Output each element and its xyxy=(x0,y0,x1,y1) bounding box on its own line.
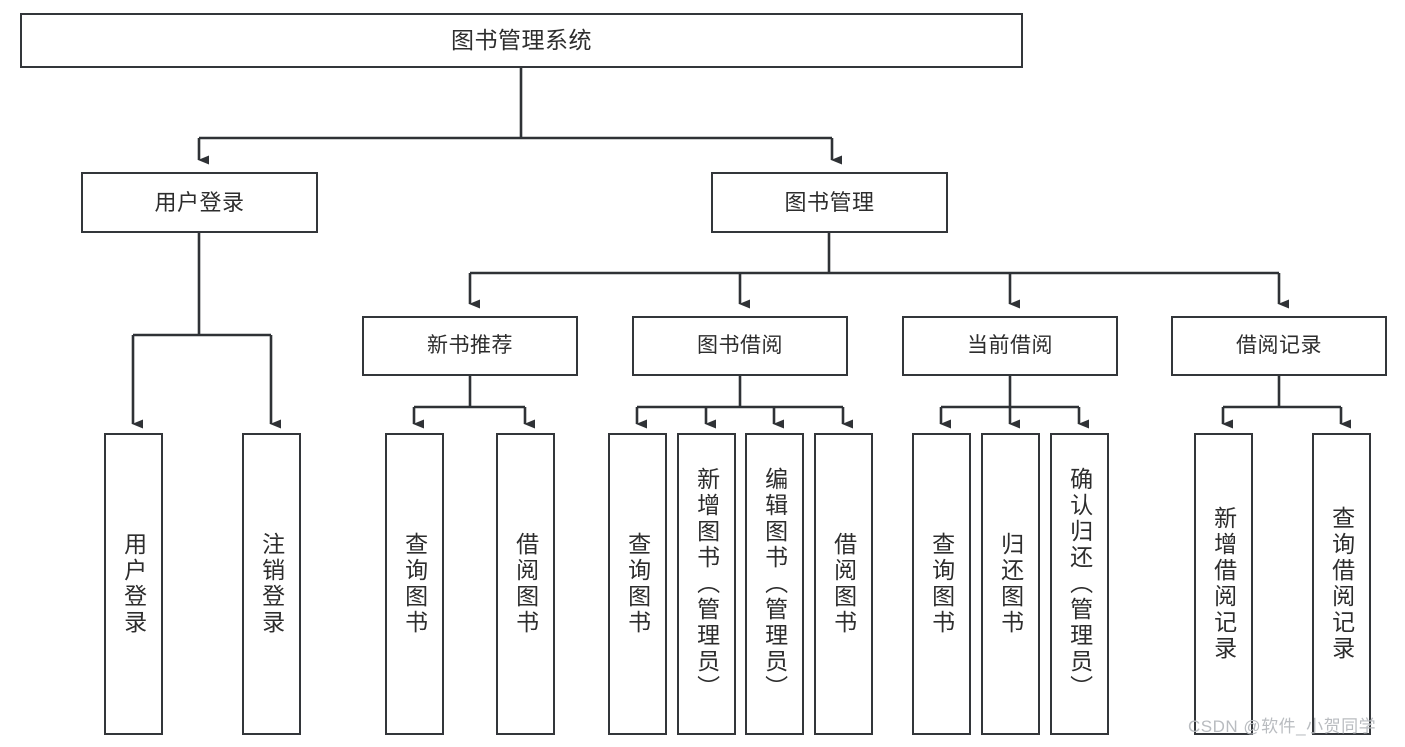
leaf-edit-book-admin[interactable]: 编辑图书（管理员） xyxy=(745,433,804,735)
leaf-label: 注销登录 xyxy=(258,532,285,636)
leaf-label: 查询图书 xyxy=(624,532,651,636)
leaf-label: 查询图书 xyxy=(401,532,428,636)
leaf-label: 用户登录 xyxy=(120,532,147,636)
leaf-query-book-current[interactable]: 查询图书 xyxy=(912,433,971,735)
leaf-query-book-borrow[interactable]: 查询图书 xyxy=(608,433,667,735)
leaf-add-book-admin[interactable]: 新增图书（管理员） xyxy=(677,433,736,735)
node-label: 用户登录 xyxy=(154,189,245,215)
node-label: 新书推荐 xyxy=(427,333,513,357)
leaf-user-login[interactable]: 用户登录 xyxy=(104,433,163,735)
leaf-label: 编辑图书（管理员） xyxy=(761,467,788,701)
leaf-return-book[interactable]: 归还图书 xyxy=(981,433,1040,735)
node-label: 图书管理系统 xyxy=(451,26,592,53)
node-label: 图书借阅 xyxy=(697,333,783,357)
leaf-borrow-book[interactable]: 借阅图书 xyxy=(814,433,873,735)
leaf-borrow-book-recommend[interactable]: 借阅图书 xyxy=(496,433,555,735)
leaf-label: 查询借阅记录 xyxy=(1328,506,1355,662)
node-borrow-record[interactable]: 借阅记录 xyxy=(1171,316,1387,376)
node-book-management[interactable]: 图书管理 xyxy=(711,172,948,233)
leaf-add-borrow-record[interactable]: 新增借阅记录 xyxy=(1194,433,1253,735)
leaf-confirm-return-admin[interactable]: 确认归还（管理员） xyxy=(1050,433,1109,735)
node-book-borrow[interactable]: 图书借阅 xyxy=(632,316,848,376)
leaf-label: 借阅图书 xyxy=(830,532,857,636)
node-label: 借阅记录 xyxy=(1236,333,1322,357)
leaf-query-borrow-record[interactable]: 查询借阅记录 xyxy=(1312,433,1371,735)
node-new-book-recommend[interactable]: 新书推荐 xyxy=(362,316,578,376)
leaf-label: 归还图书 xyxy=(997,532,1024,636)
node-user-login[interactable]: 用户登录 xyxy=(81,172,318,233)
leaf-label: 新增图书（管理员） xyxy=(693,467,720,701)
node-label: 当前借阅 xyxy=(967,333,1053,357)
leaf-label: 借阅图书 xyxy=(512,532,539,636)
leaf-label: 查询图书 xyxy=(928,532,955,636)
node-label: 图书管理 xyxy=(784,189,875,215)
leaf-label: 确认归还（管理员） xyxy=(1066,467,1093,701)
node-current-borrow[interactable]: 当前借阅 xyxy=(902,316,1118,376)
leaf-query-book-recommend[interactable]: 查询图书 xyxy=(385,433,444,735)
leaf-user-logout[interactable]: 注销登录 xyxy=(242,433,301,735)
leaf-label: 新增借阅记录 xyxy=(1210,506,1237,662)
node-root-system[interactable]: 图书管理系统 xyxy=(20,13,1023,68)
